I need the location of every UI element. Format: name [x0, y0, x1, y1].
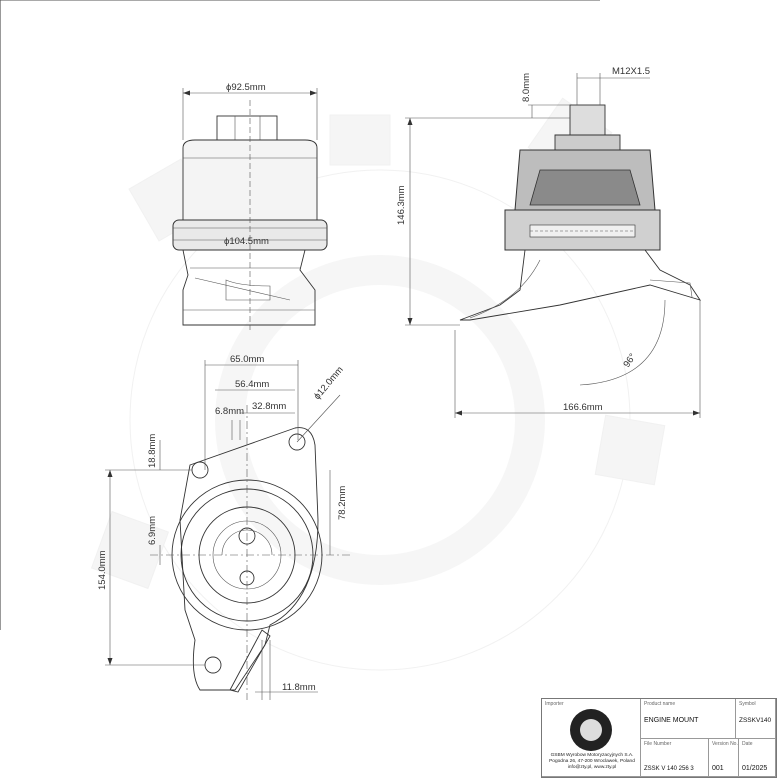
- product-cell: Product name ENGINE MOUNT: [641, 699, 736, 739]
- dim-width-56: 56.4mm: [235, 379, 269, 390]
- dim-height-18-8: 18.8mm: [147, 434, 158, 468]
- company-info: GSBM Wyrobow Motoryzacyjnych S.A. Pogodn…: [549, 753, 635, 770]
- dim-height-8: 8.0mm: [521, 73, 532, 102]
- dim-height-154: 154.0mm: [97, 550, 108, 590]
- dim-width-65: 65.0mm: [230, 354, 264, 365]
- dim-hole-diameter: ϕ12.0mm: [312, 364, 346, 402]
- dim-width-166: 166.6mm: [563, 402, 603, 413]
- file-number-label: File Number: [644, 741, 672, 747]
- dim-diameter-top: ϕ92.5mm: [226, 82, 266, 93]
- dim-height-78: 78.2mm: [337, 486, 348, 520]
- file-number-cell: File Number ZSSK V 140 256 3: [641, 739, 709, 777]
- date-label: Date: [742, 741, 753, 747]
- date-cell: Date 01/2025: [739, 739, 776, 777]
- dim-width-11-8: 11.8mm: [282, 682, 316, 693]
- dim-height-6-9: 6.9mm: [147, 516, 158, 545]
- dim-height-146: 146.3mm: [396, 185, 407, 225]
- product-label: Product name: [644, 701, 676, 707]
- version-cell: Version No. 001: [709, 739, 739, 777]
- product-value: ENGINE MOUNT: [644, 717, 699, 724]
- symbol-value: ZSSKV140: [739, 717, 772, 724]
- dim-width-32: 32.8mm: [252, 401, 286, 412]
- importer-label: Importer: [545, 701, 564, 707]
- company-logo: [570, 709, 612, 751]
- date-value: 01/2025: [742, 765, 768, 772]
- version-value: 001: [712, 765, 724, 772]
- file-number-value: ZSSK V 140 256 3: [644, 766, 694, 772]
- dim-width-6-8: 6.8mm: [215, 406, 244, 417]
- side-view: ϕ92.5mm ϕ104.5mm: [172, 82, 328, 330]
- section-view: 96° 146.3mm 8.0mm M12X1.5 166.6mm: [396, 66, 702, 418]
- symbol-cell: Symbol ZSSKV140: [736, 699, 776, 739]
- dim-thread: M12X1.5: [612, 66, 650, 77]
- dim-diameter-flange: ϕ104.5mm: [224, 236, 269, 247]
- version-label: Version No.: [712, 741, 738, 747]
- title-block: Importer GSBM Wyrobow Motoryzacyjnych S.…: [541, 698, 777, 778]
- plan-view: 65.0mm 56.4mm 32.8mm 6.8mm ϕ12.0mm 18.8m…: [97, 354, 350, 700]
- importer-cell: Importer GSBM Wyrobow Motoryzacyjnych S.…: [542, 699, 641, 777]
- symbol-label: Symbol: [739, 701, 756, 707]
